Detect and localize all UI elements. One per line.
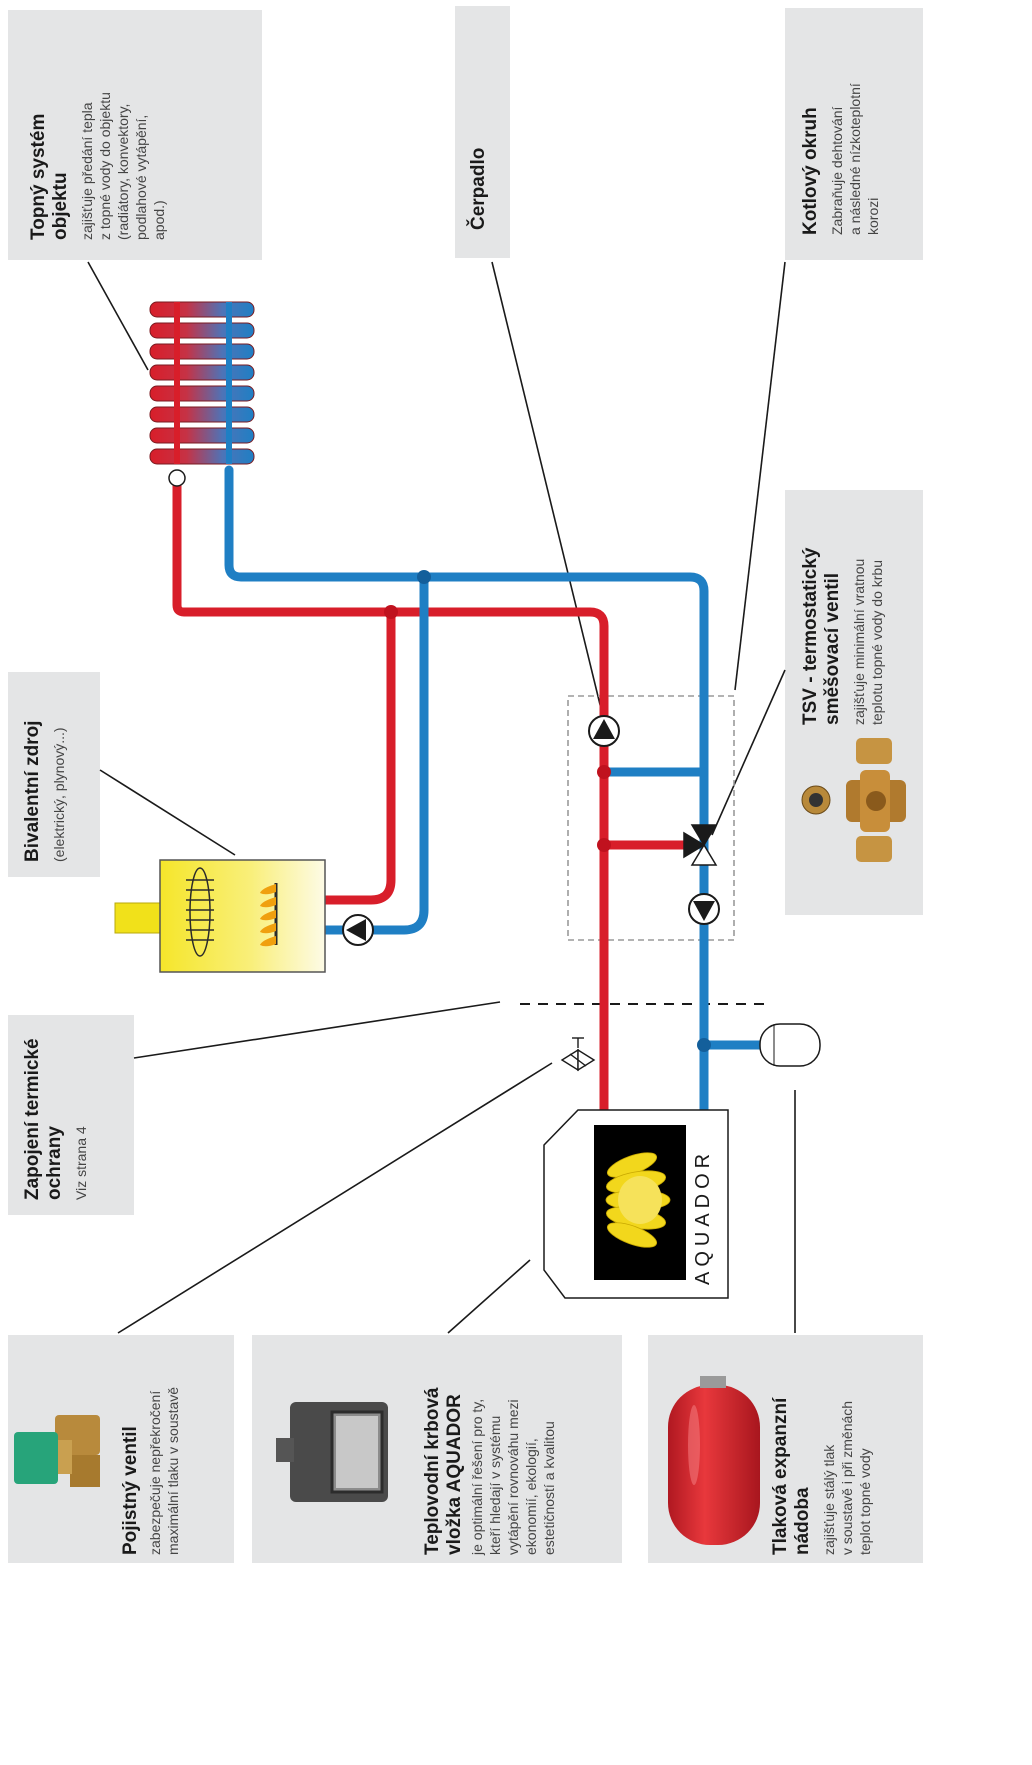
flame-logo-icon bbox=[605, 1152, 671, 1248]
fireplace-insert-photo bbox=[276, 1402, 388, 1502]
fireplace-logo: AQUADOR bbox=[692, 1125, 715, 1285]
label-tsv: TSV - termostatický směšovací ventil zaj… bbox=[800, 500, 886, 725]
label-topny-desc: zajišťuje předání tepla z topné vody do … bbox=[79, 92, 167, 240]
leader-bivalentni bbox=[99, 769, 236, 856]
pump-icon-return bbox=[688, 893, 720, 925]
leader-pojistny bbox=[117, 1062, 553, 1334]
mixing-valve-icon bbox=[683, 824, 718, 866]
fireplace-logo-text: AQUADOR bbox=[692, 1148, 714, 1285]
label-zapojeni: Zapojení termické ochrany Viz strana 4 bbox=[22, 1020, 90, 1200]
boiler-circuit-box bbox=[567, 695, 735, 941]
burner-flame-icon bbox=[260, 883, 278, 947]
label-cerpadlo-title: Čerpadlo bbox=[468, 147, 489, 230]
junctions bbox=[384, 570, 711, 1052]
fireplace-insert bbox=[543, 1109, 729, 1299]
label-kotlovy: Kotlový okruh Zabraňuje dehtování a násl… bbox=[800, 15, 882, 235]
boiler bbox=[114, 859, 326, 973]
label-teplovodni-desc: je optimální řešení pro ty, kteří hledaj… bbox=[469, 1398, 557, 1555]
label-bivalentni-desc: (elektrický, plynový...) bbox=[51, 727, 67, 862]
radiator-vent-icon bbox=[168, 469, 186, 487]
heating-coil-icon bbox=[186, 867, 214, 957]
label-teplovodni: Teplovodní krbová vložka AQUADOR je opti… bbox=[422, 1340, 558, 1555]
label-topny-title: Topný systém objektu bbox=[28, 113, 71, 240]
tsv-valve-photo bbox=[801, 738, 906, 862]
leader-kotlovy bbox=[734, 261, 786, 691]
label-topny: Topný systém objektu zajišťuje předání t… bbox=[28, 20, 168, 240]
label-cerpadlo: Čerpadlo bbox=[468, 30, 490, 230]
box-zapojeni bbox=[8, 1015, 134, 1215]
label-teplovodni-title: Teplovodní krbová vložka AQUADOR bbox=[422, 1387, 465, 1555]
leader-lines bbox=[87, 261, 796, 1334]
label-tsv-desc: zajišťuje minimální vratnou teplotu topn… bbox=[851, 558, 885, 725]
radiator bbox=[149, 301, 255, 465]
safety-valve-icon bbox=[560, 1037, 596, 1072]
label-tsv-title: TSV - termostatický směšovací ventil bbox=[800, 547, 843, 725]
label-zapojeni-title: Zapojení termické ochrany bbox=[22, 1038, 65, 1200]
safety-valve-photo bbox=[14, 1415, 100, 1487]
label-pojistny-desc: zabezpečuje nepřekročení maximální tlaku… bbox=[147, 1386, 181, 1555]
leader-zapojeni bbox=[133, 1001, 501, 1059]
leader-cerpadlo bbox=[491, 261, 606, 726]
label-pojistny-title: Pojistný ventil bbox=[120, 1426, 141, 1555]
label-kotlovy-desc: Zabraňuje dehtování a následné nízkotepl… bbox=[829, 83, 881, 235]
cold-pipes bbox=[224, 465, 765, 1115]
label-kotlovy-title: Kotlový okruh bbox=[800, 107, 821, 235]
expansion-tank-schematic bbox=[759, 1023, 821, 1067]
label-bivalentni: Bivalentní zdroj (elektrický, plynový...… bbox=[22, 682, 68, 862]
leader-topny bbox=[87, 261, 149, 371]
pump-icon-circuit bbox=[588, 715, 620, 747]
box-cerpadlo bbox=[455, 6, 510, 258]
leader-teplovodni bbox=[447, 1259, 531, 1334]
label-bivalentni-title: Bivalentní zdroj bbox=[22, 720, 43, 862]
label-zapojeni-desc: Viz strana 4 bbox=[73, 1126, 89, 1200]
box-topny bbox=[8, 10, 262, 260]
box-tsv bbox=[785, 490, 923, 915]
box-kotlovy bbox=[785, 8, 923, 260]
pump-icon-boiler bbox=[342, 914, 374, 946]
box-bivalentni bbox=[8, 672, 100, 877]
label-tlakova: Tlaková expanzní nádoba zajišťuje stálý … bbox=[770, 1345, 874, 1555]
label-tlakova-desc: zajišťuje stálý tlak v soustavě i při zm… bbox=[821, 1400, 873, 1555]
label-tlakova-title: Tlaková expanzní nádoba bbox=[770, 1397, 813, 1555]
label-pojistny: Pojistný ventil zabezpečuje nepřekročení… bbox=[120, 1355, 182, 1555]
leader-tsv bbox=[711, 669, 786, 836]
expansion-tank-photo bbox=[668, 1376, 760, 1545]
